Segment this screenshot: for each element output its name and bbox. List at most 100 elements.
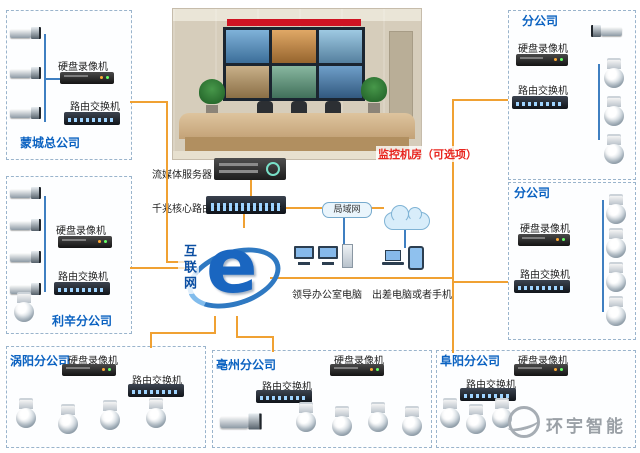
core-router-device — [206, 196, 286, 214]
dome-camera-icon — [604, 264, 628, 298]
branch-name-woyang: 涡阳分公司 — [10, 354, 71, 368]
branch-name-hq: 蒙城总公司 — [20, 136, 81, 150]
dome-camera-icon — [604, 298, 628, 332]
dome-camera-icon — [604, 196, 628, 230]
connector-line — [270, 277, 454, 279]
router-switch-label: 路由交换机 — [70, 102, 120, 113]
branch-name-bozhou: 亳州分公司 — [216, 358, 277, 372]
office-pc-label: 领导办公室电脑 — [292, 290, 362, 301]
dvr-label: 硬盘录像机 — [520, 224, 570, 235]
video-wall-screen — [318, 30, 362, 63]
router-switch-device — [460, 388, 516, 401]
dvr-label: 硬盘录像机 — [334, 356, 384, 367]
video-wall-screen — [272, 65, 316, 98]
dvr-device — [62, 364, 116, 376]
dvr-label: 硬盘录像机 — [518, 44, 568, 55]
branch-name-fuyang: 阜阳分公司 — [440, 354, 501, 368]
dvr-device — [60, 72, 114, 84]
console-desk-front — [185, 137, 409, 152]
router-switch-label: 路由交换机 — [466, 380, 516, 391]
connector-line — [452, 99, 454, 353]
red-banner — [227, 19, 361, 26]
lan-cable — [44, 196, 46, 292]
router-switch-device — [256, 390, 312, 403]
router-switch-device — [514, 280, 570, 293]
router-switch-device — [64, 112, 120, 125]
dome-camera-icon — [438, 400, 462, 434]
laptop-icon — [382, 250, 404, 265]
dome-camera-icon — [366, 404, 390, 438]
brand-name: 环宇智能 — [546, 417, 626, 437]
connector-line — [130, 101, 168, 103]
branch-name-mid: 分公司 — [514, 186, 551, 200]
plant — [199, 79, 225, 115]
connector-line — [214, 316, 216, 334]
lan-cable — [343, 216, 345, 246]
pc-tower-icon — [342, 244, 353, 268]
streaming-server-device — [214, 158, 286, 180]
dvr-device — [58, 236, 112, 248]
dvr-label: 硬盘录像机 — [56, 226, 106, 237]
bullet-camera-icon — [10, 66, 41, 82]
bullet-camera-icon — [10, 282, 41, 298]
lan-badge: 局域网 — [322, 202, 372, 218]
monitor-room-photo — [172, 8, 422, 160]
console-desk — [179, 113, 415, 139]
streaming-server-label: 流媒体服务器 — [152, 170, 212, 181]
video-wall-screen — [318, 65, 362, 98]
router-switch-device — [512, 96, 568, 109]
bullet-camera-icon — [10, 218, 41, 234]
connector-line — [243, 214, 245, 228]
bullet-camera-icon — [10, 26, 41, 42]
dome-camera-icon — [490, 400, 514, 434]
dome-camera-icon — [330, 408, 354, 442]
floor — [173, 151, 421, 159]
router-switch-label: 路由交换机 — [58, 272, 108, 283]
monitor-room-label: 监控机房（可选项） — [376, 146, 479, 162]
dome-camera-icon — [604, 230, 628, 264]
video-wall-screen — [226, 65, 270, 98]
bullet-camera-icon — [10, 106, 41, 122]
brand-logo-icon — [508, 406, 540, 438]
lan-cable — [602, 200, 604, 312]
connector-line — [286, 207, 322, 209]
desktop-pc-icon — [294, 246, 314, 265]
dome-camera-icon — [12, 294, 36, 328]
connector-line — [370, 207, 384, 209]
connector-line — [452, 99, 508, 101]
dvr-device — [514, 364, 568, 376]
door — [389, 31, 413, 117]
router-switch-label: 路由交换机 — [518, 86, 568, 97]
cloud-icon — [384, 205, 430, 230]
phone-icon — [408, 246, 424, 270]
internet-logo: e 互联网 — [178, 221, 289, 320]
branch-name-top: 分公司 — [522, 14, 559, 28]
desktop-pc-icon — [318, 246, 338, 265]
dvr-device — [330, 364, 384, 376]
connector-line — [150, 332, 152, 348]
dvr-label: 硬盘录像机 — [518, 356, 568, 367]
router-switch-label: 路由交换机 — [132, 376, 182, 387]
internet-label: 互联网 — [178, 242, 199, 294]
router-switch-label: 路由交换机 — [520, 270, 570, 281]
video-wall-screen — [226, 30, 270, 63]
chair — [257, 101, 273, 115]
dome-camera-icon — [602, 98, 626, 132]
branch-name-lixin: 利辛分公司 — [52, 314, 113, 328]
bullet-camera-icon — [10, 186, 41, 202]
video-wall-screen — [272, 30, 316, 63]
router-switch-device — [128, 384, 184, 397]
dome-camera-icon — [294, 404, 318, 438]
e-letter-icon: e — [206, 221, 258, 310]
dvr-device — [516, 54, 568, 66]
router-switch-device — [54, 282, 110, 295]
router-switch-label: 路由交换机 — [262, 382, 312, 393]
lan-cable — [44, 78, 62, 80]
core-router-label: 千兆核心路由 — [152, 204, 212, 215]
connector-line — [150, 332, 216, 334]
dome-camera-icon — [602, 136, 626, 170]
dome-camera-icon — [400, 408, 424, 442]
connector-line — [236, 336, 274, 338]
dvr-device — [518, 234, 570, 246]
